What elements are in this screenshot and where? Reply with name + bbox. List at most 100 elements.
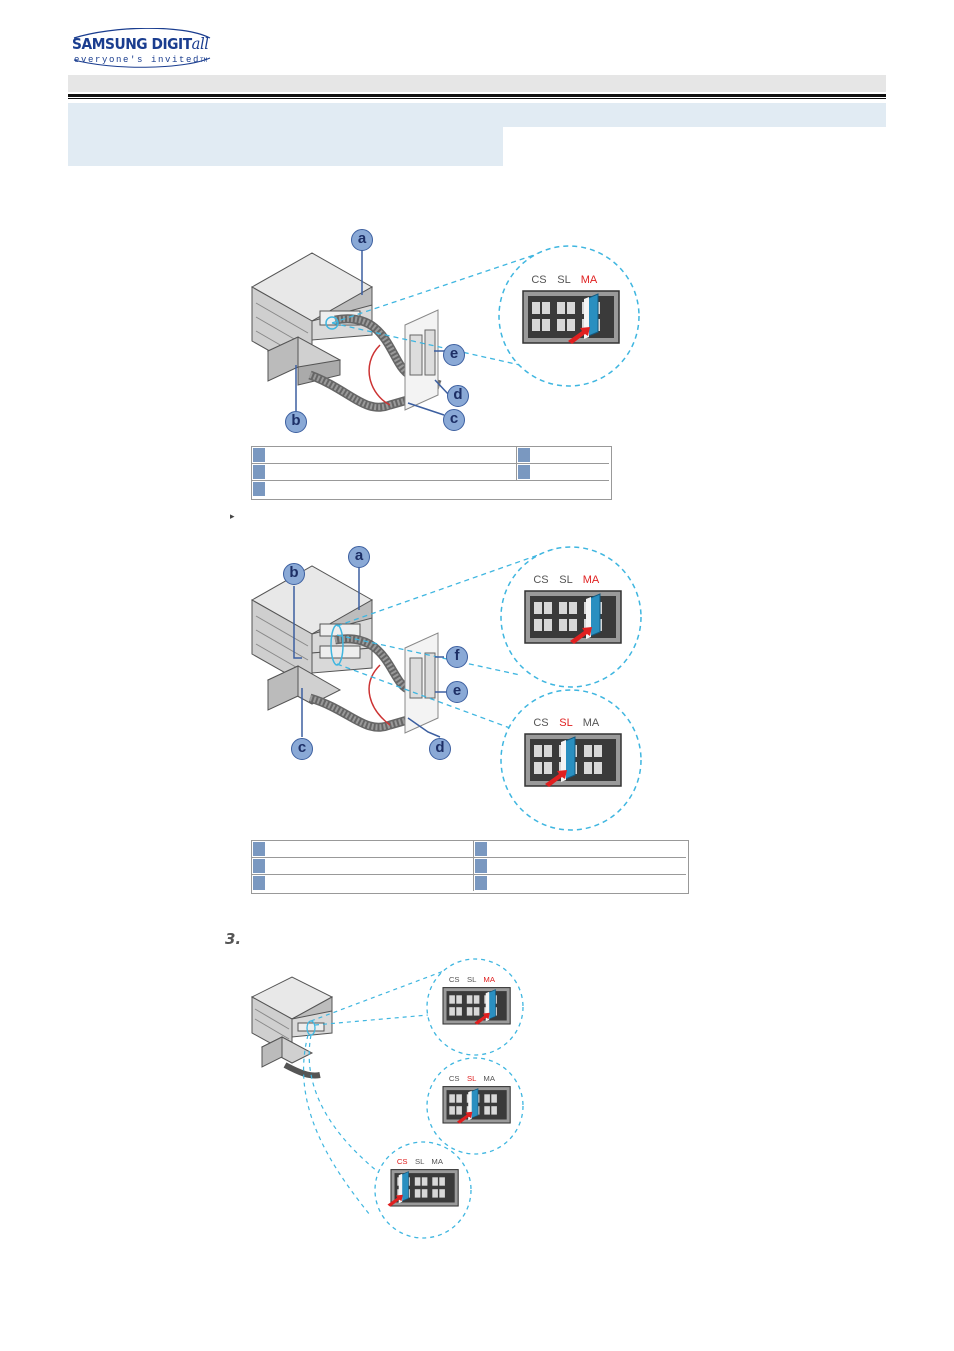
jumper-pin (473, 995, 480, 1004)
jumper-pin (534, 762, 542, 774)
legend-item-e (473, 858, 686, 874)
callout-a: a (348, 546, 370, 568)
jumper-pin (584, 745, 592, 757)
callout-b: b (283, 563, 305, 585)
legend-item-b (252, 858, 473, 874)
jumper-pin (544, 619, 552, 631)
callout-b: b (285, 411, 307, 433)
jumper-pin (484, 1106, 490, 1115)
jumper-pin (449, 1106, 455, 1115)
legend-key-marker (475, 842, 487, 856)
legend-item-e (516, 464, 609, 480)
legend-key-marker (253, 448, 265, 462)
legend-key-marker (253, 876, 265, 890)
jumper-pin (594, 745, 602, 757)
jumper-label-sl: SL (559, 574, 572, 586)
section-title-band (68, 103, 886, 127)
legend-item-d (473, 841, 686, 857)
callout-c: c (291, 738, 313, 760)
jumper-pin (473, 1007, 480, 1016)
jumper-label-ma: MA (581, 274, 598, 286)
legend-key-marker (475, 859, 487, 873)
jumper-pin (439, 1189, 445, 1198)
callout-f: f (446, 646, 468, 668)
jumper-pin (559, 619, 567, 631)
legend-row (252, 841, 686, 858)
jumper-label-sl: SL (557, 274, 570, 286)
jumper-label-ma: MA (583, 717, 600, 729)
jumper-pin (544, 762, 552, 774)
jumper-pin (456, 995, 462, 1004)
legend-key-marker (253, 482, 265, 496)
jumper-label-sl: SL (559, 717, 572, 729)
legend-key-marker (518, 448, 530, 462)
insert-arrow-icon (387, 1194, 403, 1207)
jumper-pin (456, 1007, 462, 1016)
jumper-label-cs: CS (397, 1157, 408, 1166)
jumper-pin (466, 1007, 473, 1016)
samsung-logo: SAMSUNG DIGITall everyone's invitedTM (72, 28, 212, 70)
jumper-pin (542, 319, 550, 331)
legend-key-marker (518, 465, 530, 479)
legend-key-marker (475, 876, 487, 890)
optical-drive-illustration-upper (250, 565, 439, 734)
jumper-pin (567, 319, 575, 331)
legend-item-f (473, 875, 686, 891)
jumper-pin (542, 302, 550, 314)
header-band (68, 75, 886, 92)
jumper-block-ma: CS SL MA (524, 574, 622, 644)
jumper-pin (557, 302, 565, 314)
legend-key-marker (253, 465, 265, 479)
callout-e: e (446, 681, 468, 703)
jumper-pin (567, 302, 575, 314)
jumper-pin (421, 1189, 428, 1198)
jumper-label-cs: CS (531, 274, 546, 286)
optical-drive-illustration-small (250, 976, 334, 1079)
jumper-pin (449, 1094, 455, 1103)
jumper-label-ma: MA (483, 1074, 495, 1083)
jumper-label-cs: CS (533, 717, 548, 729)
callout-lines (293, 564, 446, 738)
insert-arrow-icon (545, 770, 567, 787)
zoom-callout-lines (330, 546, 642, 831)
figure1-legend (251, 446, 612, 500)
jumper-block-sl-small: CS SL MA (442, 1074, 511, 1124)
insert-arrow-icon (474, 1012, 490, 1025)
jumper-pin (594, 762, 602, 774)
jumper-label-sl: SL (467, 1074, 477, 1083)
header-rule (68, 94, 886, 97)
callout-c: c (443, 409, 465, 431)
jumper-label-cs: CS (449, 975, 460, 984)
jumper-pin (559, 602, 567, 614)
legend-key-marker (253, 842, 265, 856)
jumper-pin (569, 602, 577, 614)
jumper-label-ma: MA (431, 1157, 443, 1166)
jumper-label-cs: CS (533, 574, 548, 586)
optical-drive-illustration (250, 252, 442, 412)
legend-item-a (252, 841, 473, 857)
jumper-pin (449, 1007, 455, 1016)
jumper-pin (466, 995, 473, 1004)
figure-two-drives: CS SL MA CS SL MA (250, 546, 642, 831)
jumper-pin (414, 1177, 421, 1186)
jumper-pin (439, 1177, 445, 1186)
figure2-legend (251, 840, 689, 894)
jumper-pin (432, 1189, 438, 1198)
legend-item-b (252, 464, 516, 480)
jumper-label-ma: MA (583, 574, 600, 586)
jumper-pin (584, 762, 592, 774)
logo-tagline: everyone's invitedTM (74, 55, 208, 65)
logo-swoosh (73, 28, 211, 68)
jumper-label-cs: CS (449, 1074, 460, 1083)
legend-key-marker (253, 859, 265, 873)
legend-item-a (252, 447, 516, 463)
callout-e: e (443, 344, 465, 366)
section-title-band-lower (68, 127, 503, 166)
jumper-pin (414, 1189, 421, 1198)
legend-item-c (252, 875, 473, 891)
jumper-pin (449, 995, 455, 1004)
